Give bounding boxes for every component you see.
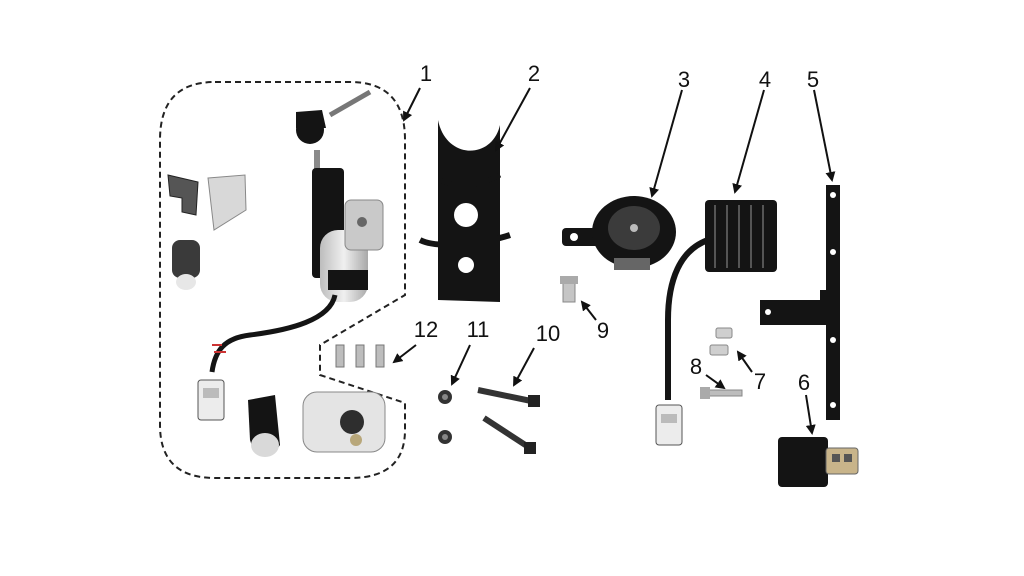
callout-7: 7 bbox=[753, 369, 767, 394]
callout-5: 5 bbox=[806, 67, 820, 92]
callout-2: 2 bbox=[527, 61, 541, 86]
callout-12: 12 bbox=[413, 317, 439, 342]
ignition-switch-assembly-icon bbox=[167, 89, 386, 457]
callout-3: 3 bbox=[677, 67, 691, 92]
relay-icon bbox=[778, 437, 859, 487]
fastener-set bbox=[335, 276, 743, 454]
voltage-regulator-icon bbox=[655, 200, 777, 446]
callout-11: 11 bbox=[466, 317, 490, 342]
callout-4: 4 bbox=[758, 67, 772, 92]
mounting-bracket-icon bbox=[418, 120, 511, 302]
leader-arrows bbox=[392, 87, 836, 435]
callout-1: 1 bbox=[419, 61, 433, 86]
callout-9: 9 bbox=[596, 318, 610, 343]
horn-icon bbox=[562, 196, 676, 270]
callout-8: 8 bbox=[689, 354, 703, 379]
callout-6: 6 bbox=[797, 370, 811, 395]
flat-bar-bracket-icon bbox=[760, 185, 840, 420]
callout-10: 10 bbox=[535, 321, 561, 346]
